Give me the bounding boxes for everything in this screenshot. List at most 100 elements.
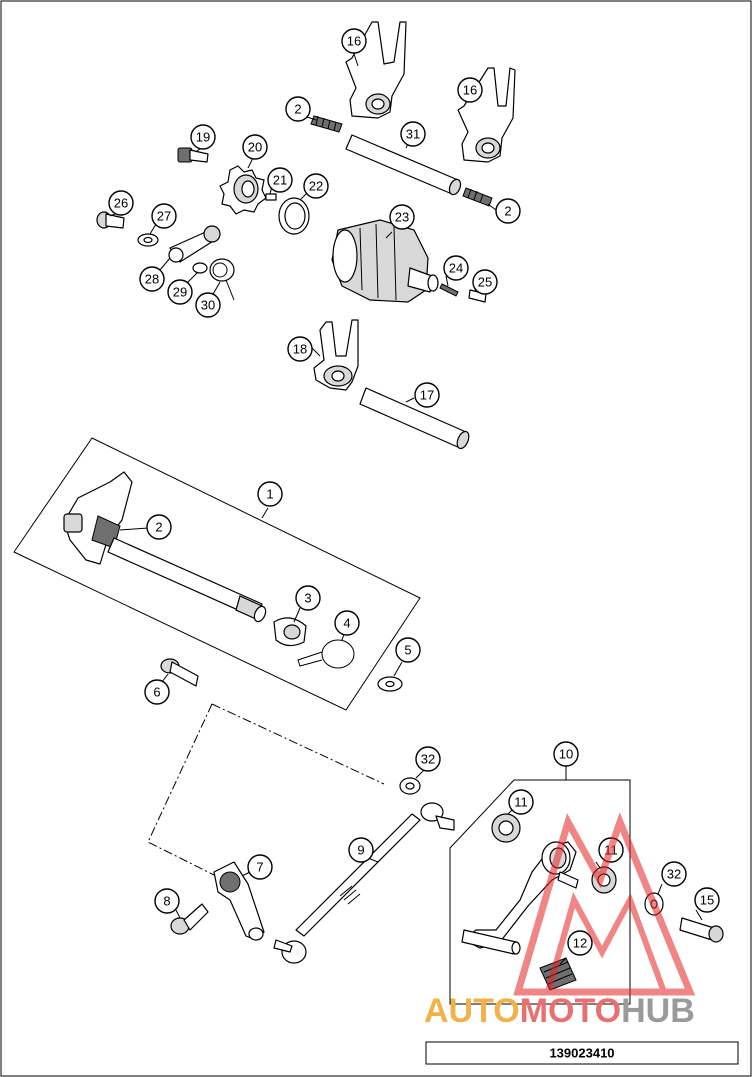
callout-2: 2	[146, 514, 172, 540]
callout-21: 21	[267, 167, 293, 193]
callout-label: 24	[449, 261, 463, 276]
washer-29	[192, 262, 208, 274]
callout-30: 30	[195, 292, 221, 318]
shift-rod-9	[273, 802, 455, 964]
document-code-box: 139023410	[425, 1041, 739, 1065]
callout-18: 18	[287, 336, 313, 362]
callout-label: 11	[514, 795, 528, 810]
shift-fork-18	[313, 319, 359, 391]
pin-21	[265, 193, 277, 201]
group-10-outline	[449, 779, 631, 1005]
callout-label: 30	[201, 298, 215, 313]
shift-drum-23	[331, 219, 439, 303]
callout-7: 7	[247, 854, 273, 880]
washer-27	[137, 233, 159, 247]
callout-label: 2	[504, 204, 511, 219]
pin-24	[439, 283, 459, 297]
callout-label: 29	[173, 285, 187, 300]
callout-2: 2	[285, 96, 311, 122]
shift-star-20	[219, 165, 267, 215]
callout-label: 9	[357, 843, 364, 858]
watermark-logo	[513, 812, 696, 996]
callout-label: 18	[293, 342, 307, 357]
callout-22: 22	[303, 173, 329, 199]
group-1-outline	[13, 437, 421, 711]
callout-28: 28	[139, 266, 165, 292]
callout-label: 25	[478, 275, 492, 290]
washer-5	[377, 676, 403, 692]
bolt-15	[679, 917, 724, 943]
callout-9: 9	[348, 837, 374, 863]
callout-29: 29	[167, 279, 193, 305]
callout-10: 10	[553, 741, 579, 767]
callout-1: 1	[257, 481, 283, 507]
callout-label: 17	[420, 388, 434, 403]
callout-32: 32	[661, 861, 687, 887]
callout-label: 15	[700, 893, 714, 908]
callout-15: 15	[694, 887, 720, 913]
callout-label: 4	[343, 616, 350, 631]
fork-shaft-31	[345, 134, 462, 196]
callout-12: 12	[567, 930, 593, 956]
callout-label: 2	[155, 520, 162, 535]
callout-19: 19	[190, 124, 216, 150]
bolt-26	[96, 211, 125, 229]
callout-17: 17	[414, 382, 440, 408]
callout-32: 32	[415, 746, 441, 772]
callout-label: 16	[347, 34, 361, 49]
callout-5: 5	[395, 637, 421, 663]
fork-shaft-17	[359, 387, 470, 450]
leader-lines	[109, 53, 703, 965]
document-code: 139023410	[549, 1046, 614, 1061]
washer-32-center	[399, 777, 421, 795]
callout-label: 26	[114, 196, 128, 211]
callout-label: 1	[266, 487, 273, 502]
callout-label: 5	[404, 643, 411, 658]
dash-linkage-outline	[147, 703, 385, 877]
shift-lever-7	[213, 861, 265, 941]
callout-label: 22	[309, 179, 323, 194]
torsion-spring-30	[209, 258, 235, 301]
callout-4: 4	[334, 610, 360, 636]
watermark-word-hub: HUB	[621, 992, 695, 1030]
callout-label: 12	[573, 936, 587, 951]
bearing-11-upper	[491, 813, 521, 843]
callout-label: 32	[667, 867, 681, 882]
shift-fork-right	[457, 67, 516, 163]
callout-label: 8	[163, 894, 170, 909]
callout-label: 31	[406, 127, 420, 142]
callouts: 16 16 2 31 2 19 20 21 22 23 26 27 28 29 …	[108, 28, 720, 956]
callout-label: 3	[304, 591, 311, 606]
callout-24: 24	[443, 255, 469, 281]
callout-31: 31	[400, 121, 426, 147]
watermark-word-auto: AUTO	[424, 992, 520, 1030]
callout-8: 8	[154, 888, 180, 914]
bolt-8	[170, 903, 209, 935]
callout-11: 11	[508, 789, 534, 815]
watermark-text: AUTOMOTOHUB	[424, 992, 695, 1030]
spring-upper	[310, 115, 343, 133]
callout-label: 20	[248, 140, 262, 155]
callout-26: 26	[108, 190, 134, 216]
bolt-19	[177, 147, 209, 163]
callout-label: 27	[157, 209, 171, 224]
callout-23: 23	[389, 204, 415, 230]
callout-20: 20	[242, 134, 268, 160]
circlip-3	[273, 617, 307, 647]
callout-label: 21	[273, 173, 287, 188]
callout-label: 10	[559, 747, 573, 762]
callout-3: 3	[295, 585, 321, 611]
callout-label: 6	[153, 685, 160, 700]
return-spring-4	[297, 639, 355, 669]
callout-25: 25	[472, 269, 498, 295]
callout-2: 2	[495, 198, 521, 224]
callout-label: 32	[421, 752, 435, 767]
callout-label: 23	[395, 210, 409, 225]
watermark-word-moto: MOTO	[520, 992, 621, 1030]
callout-16: 16	[457, 77, 483, 103]
shift-shaft-assembly	[63, 471, 267, 623]
locking-lever-28	[168, 225, 221, 263]
callout-label: 28	[145, 272, 159, 287]
